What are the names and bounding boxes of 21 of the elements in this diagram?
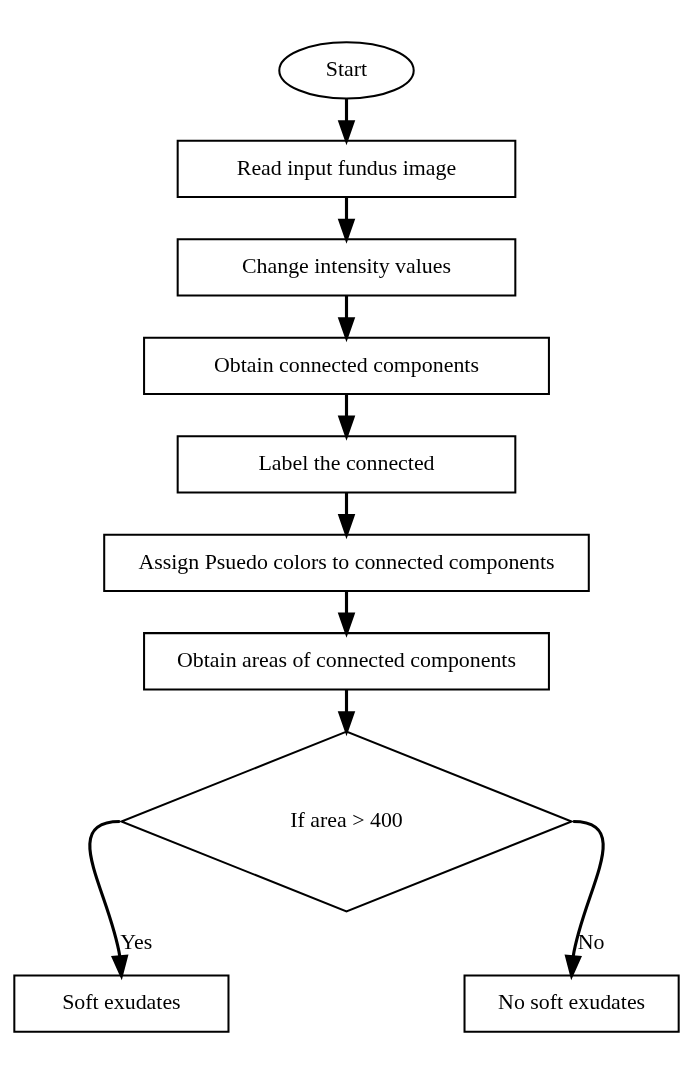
node-box: Obtain areas of connected components <box>143 632 550 691</box>
node-box: Change intensity values <box>176 238 517 297</box>
node-box: Label the connected <box>176 435 517 494</box>
arrow <box>337 591 356 638</box>
node-box: Soft exudates <box>13 974 230 1033</box>
arrow <box>337 99 356 146</box>
node-box: Read input fundus image <box>176 139 517 199</box>
node-diamond: If area > 400 <box>118 730 575 913</box>
node-box: Obtain connected components <box>143 336 550 395</box>
arrow <box>337 394 356 441</box>
edge-label: No <box>577 930 605 955</box>
arrow <box>337 197 356 244</box>
arrow <box>337 689 356 737</box>
arrow <box>88 819 129 981</box>
edge-label: Yes <box>120 930 153 955</box>
node-ellipse: Start <box>278 41 415 100</box>
node-box: Assign Psuedo colors to connected components <box>103 533 590 592</box>
arrow <box>337 492 356 540</box>
arrow <box>337 296 356 343</box>
node-box: No soft exudates <box>463 974 680 1033</box>
arrow <box>564 819 605 981</box>
